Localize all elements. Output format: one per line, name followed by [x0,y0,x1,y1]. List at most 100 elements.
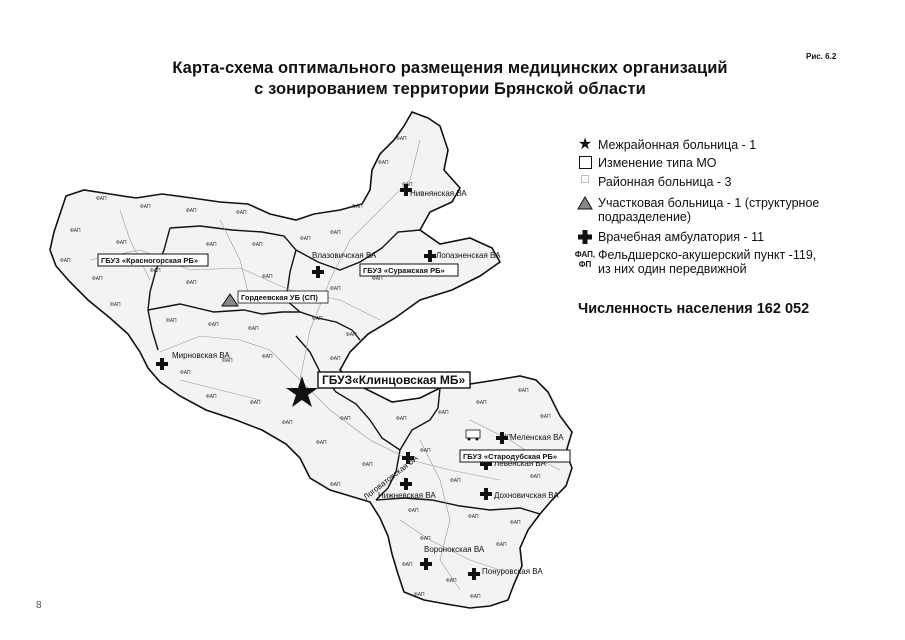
legend-label-line: из них один передвижной [598,262,747,276]
legend-label: Изменение типа МО [598,156,717,170]
hospital-box [97,253,209,267]
fap-marker: ФАП [340,416,351,422]
legend-label: Врачебная амбулатория - 11 [598,230,765,244]
fap-abbr-1: ФАП, [574,250,596,259]
legend-label: Участковая больница - 1 (структурное под… [598,196,819,224]
fap-marker: ФАП [316,440,327,446]
fap-marker: ФАП [450,478,461,484]
cross-icon [480,488,492,500]
legend-row-district: Районная больница - 3 [572,175,732,189]
fap-marker: ФАП [476,400,487,406]
cross-icon [400,478,412,490]
fap-marker: ФАП [110,302,121,308]
cross-icon [578,230,592,244]
fap-marker: ФАП [396,416,407,422]
hospital-box [237,290,329,304]
ambulatory-label: Влазовичская ВА [312,251,377,260]
road-network [89,139,561,591]
cross-icon [312,266,324,278]
legend-label: Фельдшерско-акушерский пункт -119, из ни… [598,248,816,276]
cross-icon [400,184,412,196]
title-line-1: Карта-схема оптимального размещения меди… [172,59,728,77]
ambulatory-label: Понуровская ВА [482,567,543,576]
district-hospital-label: ГБУЗ «Стародубская РБ» [463,452,557,461]
fap-marker: ФАП [372,276,383,282]
figure-label: Рис. 6.2 [806,52,837,61]
fap-marker: ФАП [140,204,151,210]
ambulatory-label: Лопазненская ВА [436,251,501,260]
district-hospital-label: ГБУЗ «Красногорская РБ» [101,256,198,265]
legend-label: Межрайонная больница - 1 [598,138,757,152]
fap-abbr: ФАП, ФП [572,248,598,270]
fap-marker: ФАП [180,370,191,376]
legend-label-line: подразделение) [598,210,692,224]
fap-marker: ФАП [330,356,341,362]
ambulatory-label: Меленская ВА [510,433,564,442]
fap-marker: ФАП [396,136,407,142]
triangle-icon [221,293,239,307]
legend-row-ambulatory: Врачебная амбулатория - 11 [572,230,764,244]
legend-row-local: Участковая больница - 1 (структурное под… [572,196,819,224]
fap-marker: ФАП [282,420,293,426]
fap-marker: ФАП [518,388,529,394]
fap-marker: ФАП [60,258,71,264]
fap-marker: ФАП [222,358,233,364]
local-hospital-label: Гордеевская УБ (СП) [241,293,318,302]
hospital-box [459,449,571,463]
star-icon [286,376,318,407]
interdistrict-hospital: ГБУЗ«Клинцовская МБ» [286,371,471,407]
fap-marker: ФАП [186,280,197,286]
ambulatory-label: Нижневская ВА [378,491,436,500]
fap-marker: ФАП [208,322,219,328]
cross-icon [402,452,414,464]
fap-marker: ФАП [250,400,261,406]
fap-marker: ФАП [414,592,425,598]
fap-marker: ФАП [438,410,449,416]
fap-marker: ФАП [402,562,413,568]
fap-marker: ФАП [510,520,521,526]
interdistrict-hospital-label: ГБУЗ«Клинцовская МБ» [322,373,465,387]
fap-marker: ФАП [150,268,161,274]
district-hospitals: ГБУЗ «Красногорская РБ» ГБУЗ «Суражская … [97,253,571,463]
fap-marker: ФАП [96,196,107,202]
fap-marker: ФАП [300,236,311,242]
fap-marker: ФАП [186,208,197,214]
fap-marker: ФАП [252,242,263,248]
cross-icon [480,458,492,470]
hospital-box [359,263,459,277]
fap-marker: ФАП [352,204,363,210]
ambulatory-label: Нивнянская ВА [410,189,467,198]
fap-marker: ФАП [530,474,541,480]
fap-marker: ФАП [236,210,247,216]
ambulatory-label: Левенская ВА [494,459,546,468]
legend-label-line: Фельдшерско-акушерский пункт -119, [598,248,817,262]
legend-label-line: Участковая больница - 1 (структурное [598,196,820,210]
legend-row-interdistrict: ★ Межрайонная больница - 1 [572,136,757,153]
fap-marker: ФАП [206,394,217,400]
cross-icon [468,568,480,580]
region-outline [49,111,573,609]
fap-abbr-2: ФП [578,260,592,269]
cross-icon [156,358,168,370]
district-hospital-icon [581,175,589,183]
fap-marker: ФАП [166,318,177,324]
legend-row-change-type: Изменение типа МО [572,156,716,170]
fap-marker: ФАП [420,448,431,454]
fap-marker: ФАП [330,230,341,236]
fap-marker: ФАП [206,242,217,248]
cross-icon [424,250,436,262]
map-title: Карта-схема оптимального размещения меди… [120,58,780,100]
star-icon: ★ [577,136,593,153]
population-text: Численность населения 162 052 [578,301,810,317]
fap-marker: ФАП [262,354,273,360]
ambulatory-label: Мирновская ВА [172,351,230,360]
fap-marker: ФАП [346,332,357,338]
fap-marker: ФАП [420,536,431,542]
fap-marker: ФАП [540,414,551,420]
local-hospital: Гордеевская УБ (СП) [221,290,329,307]
fap-marker: ФАП [470,594,481,600]
fap-marker: ФАП [92,276,103,282]
fap-marker: ФАП [468,514,479,520]
legend-row-fap: ФАП, ФП Фельдшерско-акушерский пункт -11… [572,248,816,276]
